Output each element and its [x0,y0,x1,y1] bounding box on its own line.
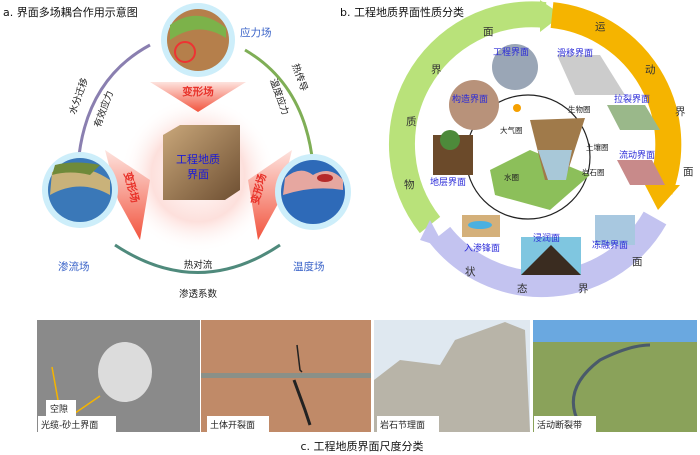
sphere-hydrosphere: 水圈 [504,172,519,182]
pore-label: 空隙 [50,403,68,415]
sphere-atmosphere: 大气圈 [500,125,523,135]
temperature-field-label: 温度场 [293,260,325,273]
crack-upper [296,344,303,373]
fault-sky [533,320,697,342]
left-arrow-label-2: 有效应力 [92,89,116,129]
ring-motion-3: 界 [675,106,686,118]
temperature-field-hotspot [317,174,333,182]
motion-arc-head [645,185,680,210]
right-arrow-label-1: 热传导 [289,62,310,93]
caption-box-1 [38,416,116,432]
bottom-arrow [114,243,281,274]
left-arrow [76,43,151,166]
state-arc-head [420,220,445,248]
item-saturation-surface: 浸润面 [533,232,560,244]
left-arrow-label-1: 水分迁移 [67,76,91,116]
rock-cliff [374,322,530,432]
left-deformation-arrow [105,150,150,240]
item-freeze-thaw-interface: 冻融界面 [592,239,628,251]
material-arc-head [540,0,562,32]
panel-a: a. 界面多场耦合作用示意图 工程地质 界面 应力场 渗流场 温度场 变形场 变… [3,3,351,300]
seepage-field-sand [50,167,110,195]
thumb-slip [557,55,625,95]
ring-motion-4: 面 [683,166,694,178]
stress-field-label: 应力场 [240,26,272,39]
ring-motion-2: 动 [645,64,656,76]
pore-label-box [46,400,76,416]
center-label-line1: 工程地质 [176,153,220,166]
sphere-pedosphere: 土壤圈 [586,142,609,152]
item-slip-interface: 滑移界面 [557,47,593,59]
ring-state-3: 界 [578,283,589,295]
ring-material-2: 质 [406,116,417,128]
item-infiltration-front: 入渗锋面 [464,242,500,254]
item-structural-interface: 构造界面 [452,93,488,105]
photo-label-active-fault: 活动断裂带 [537,419,582,431]
panel-c: 空隙 光缆-砂土界面 土体开裂面 岩石节理面 活动断裂带 c. 工程地质界面尺度… [37,320,697,453]
earth-rock-column [538,150,572,180]
bottom-arrow-label-2: 渗透系数 [179,288,218,300]
panel-c-title: c. 工程地质界面尺度分类 [300,439,423,453]
state-arc [429,211,667,298]
sphere-lithosphere: 岩石圈 [582,167,605,177]
material-arc [389,1,547,234]
thumb-saturation-dam [521,245,581,275]
thumb-freeze-thaw [595,215,635,245]
cable-cross-section [98,342,152,402]
photo-label-cable-sand: 光缆-砂土界面 [41,419,98,431]
thumb-engineering [492,44,538,90]
ring-material-4: 面 [483,26,494,38]
photo-label-soil-crack: 土体开裂面 [210,419,255,431]
sphere-biosphere: 生物圈 [568,104,591,114]
ring-motion-1: 运 [595,21,606,33]
right-arrow [244,48,315,166]
caption-box-4 [534,416,596,432]
crack-lower [292,379,312,426]
right-arrow-label-2: 温度应力 [267,77,291,117]
item-stratum-interface: 地层界面 [430,176,466,188]
fault-river [571,343,651,426]
item-tension-interface: 拉裂界面 [614,93,650,105]
thumb-structural [449,80,499,130]
panel-b: b. 工程地质界面性质分类 大气圈 生物圈 土壤圈 水圈 岩石圈 物 质 界 [340,0,694,298]
thumb-infiltration-water [468,221,492,229]
sun-icon [513,104,521,112]
thumb-stratum-tree [440,130,460,150]
ring-state-1: 状 [465,265,476,278]
interface-cube [163,125,240,200]
ring-state-4: 面 [632,256,643,268]
thumb-flow [617,160,665,185]
stress-field-terrain [170,15,226,40]
photo-label-rock-joint: 岩石节理面 [380,419,425,431]
photo-divider [201,373,371,378]
item-flow-interface: 流动界面 [619,149,655,161]
caption-box-2 [207,416,269,432]
seepage-field-grass [52,162,100,175]
stress-field-rings [174,41,196,63]
ring-material-3: 界 [431,64,442,76]
ring-material-1: 物 [404,178,415,191]
panel-a-title: a. 界面多场耦合作用示意图 [3,5,138,19]
motion-arc [550,2,682,195]
item-engineering-interface: 工程界面 [493,47,529,58]
caption-box-3 [377,416,439,432]
bottom-arrow-label-1: 热对流 [184,259,213,271]
panel-b-title: b. 工程地质界面性质分类 [340,5,464,19]
deformation-label-top: 变形场 [182,85,214,98]
center-label-line2: 界面 [187,168,209,181]
seepage-field-label: 渗流场 [58,260,90,273]
ring-state-2: 态 [517,282,528,295]
thumb-tension [607,105,660,130]
top-deformation-arrow [150,82,246,112]
